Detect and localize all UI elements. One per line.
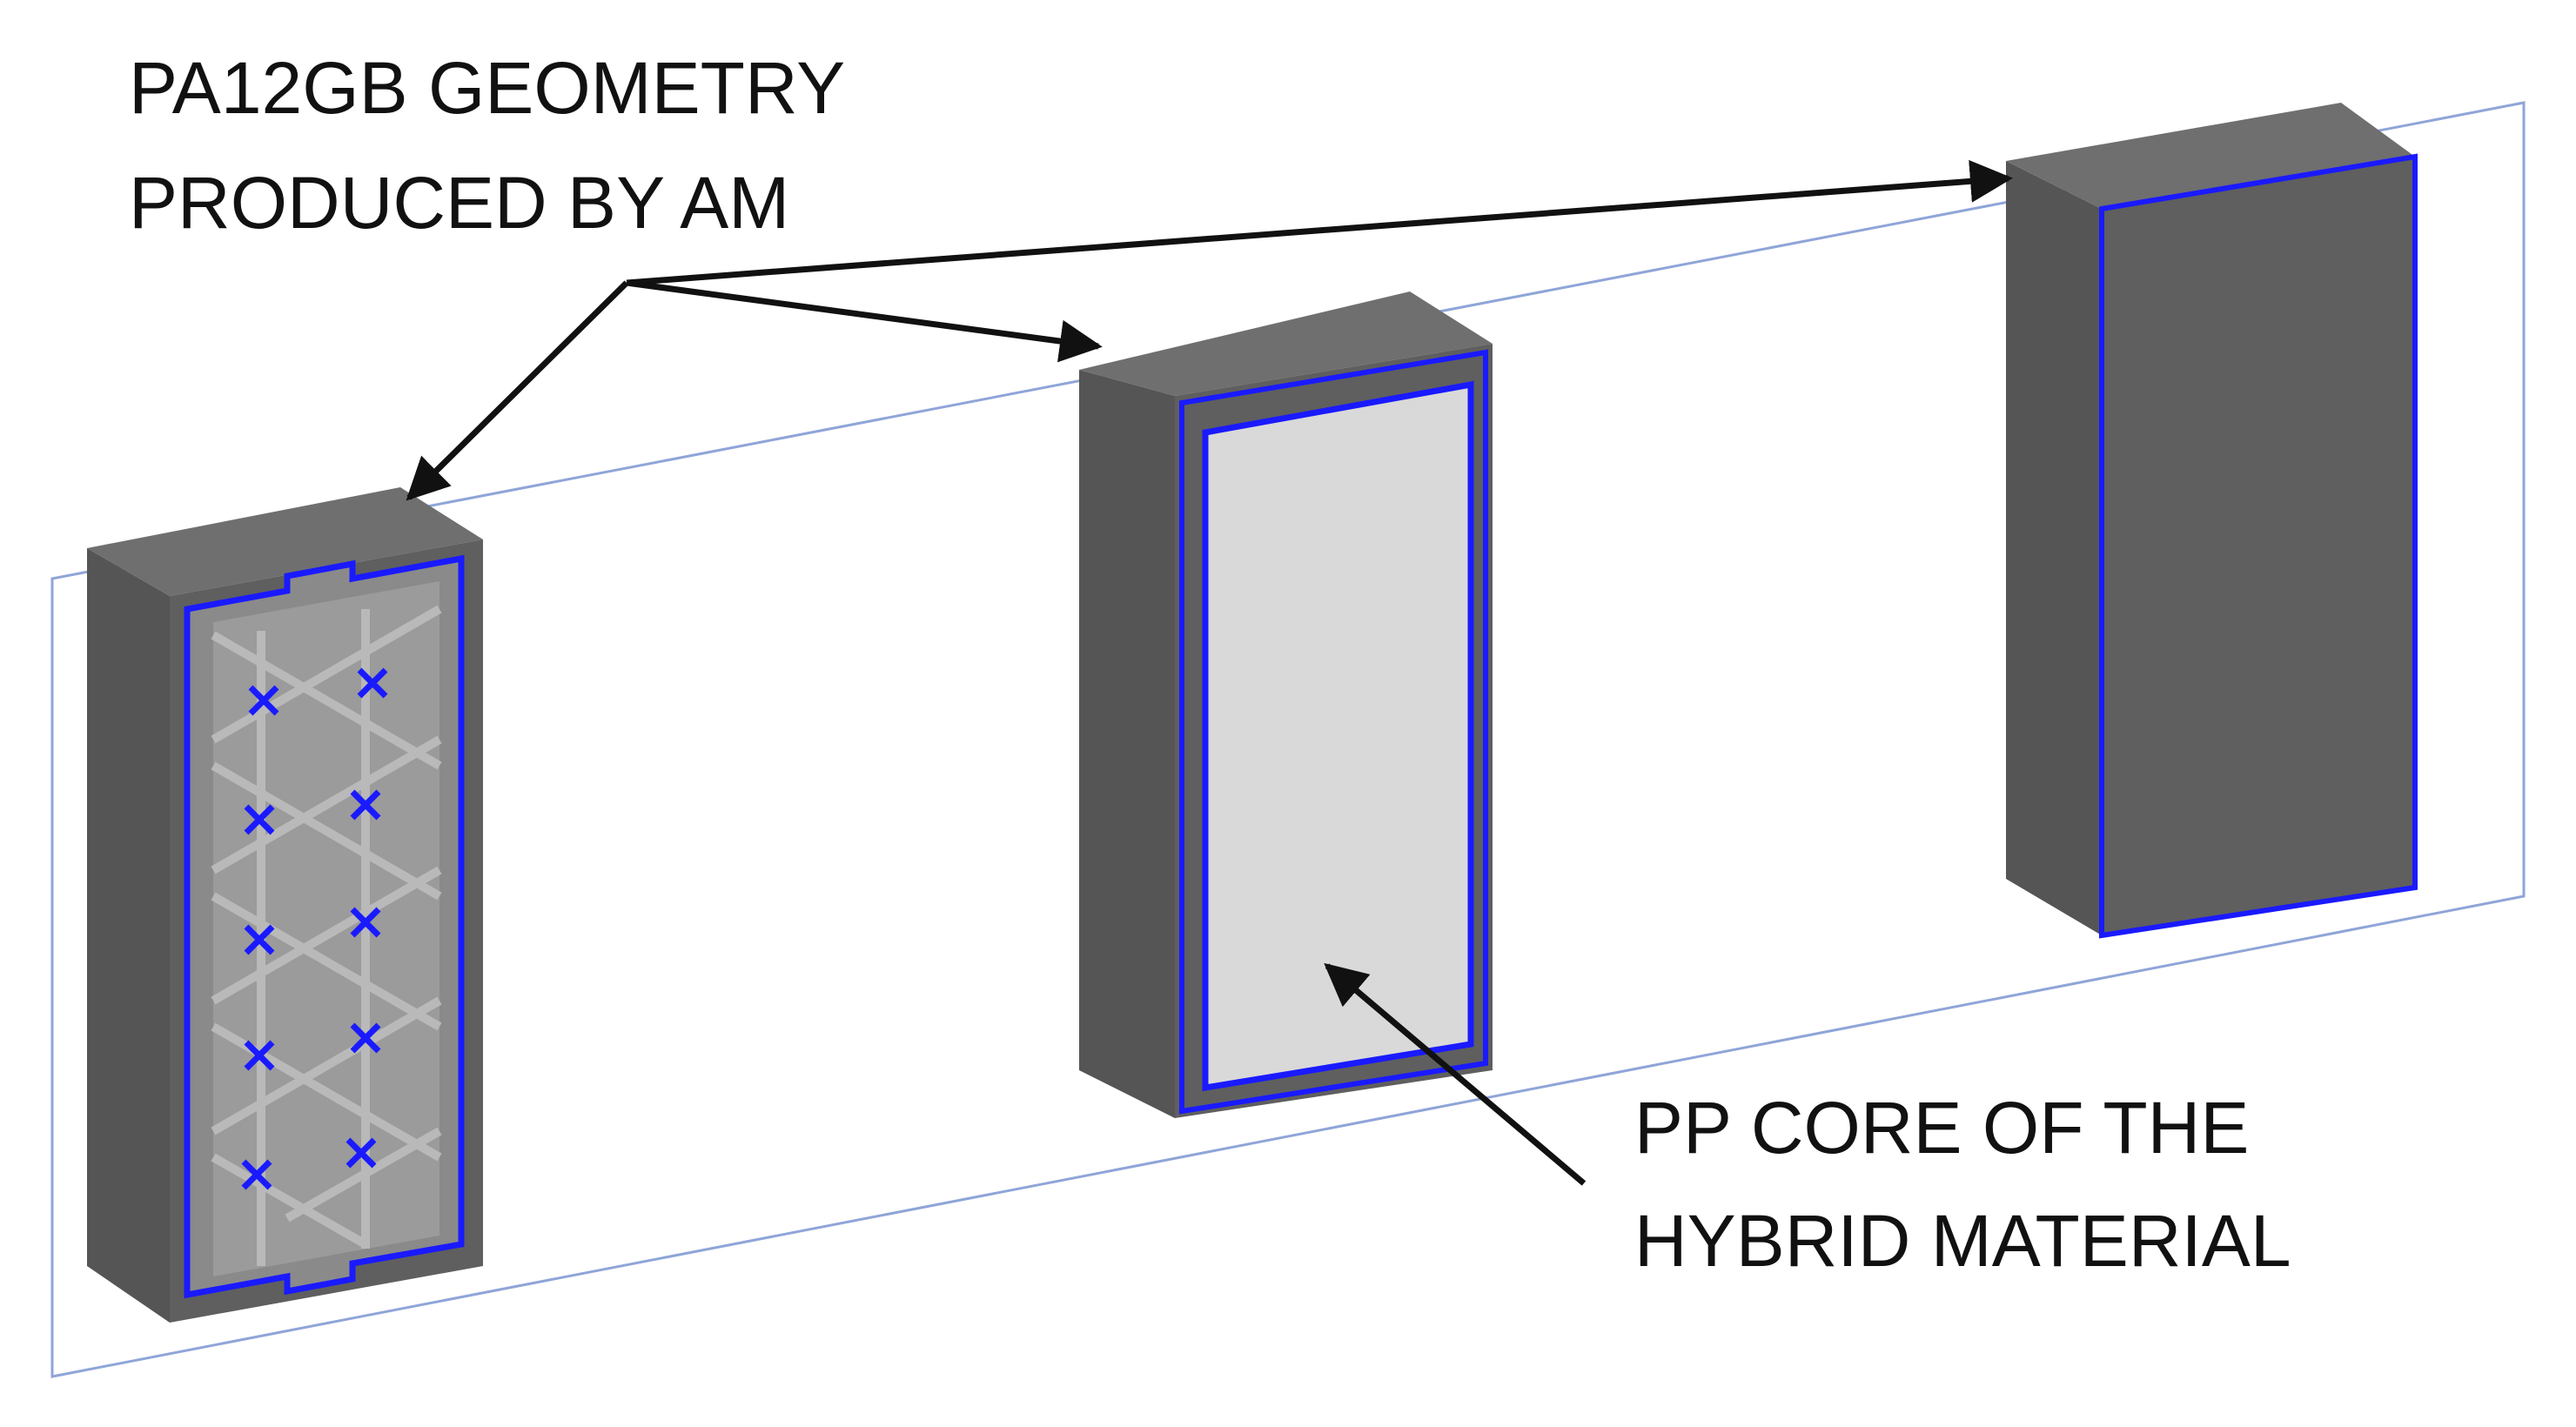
arrow-to-solid-block xyxy=(626,159,2013,286)
arrow-to-lattice-block xyxy=(406,280,629,501)
right-block-front xyxy=(2099,153,2418,939)
lattice-nodes xyxy=(241,667,388,1190)
arrow-to-pp-core xyxy=(1324,962,1587,1186)
middle-block-top xyxy=(1079,291,1493,396)
right-block-top xyxy=(2006,103,2415,209)
core-label-line2: HYBRID MATERIAL xyxy=(1634,1200,2291,1282)
lattice-node xyxy=(345,1137,377,1169)
left-block-side xyxy=(87,548,170,1323)
left-block-top xyxy=(87,487,483,596)
right-block-side xyxy=(2006,161,2102,935)
core-label-line1: PP CORE OF THE xyxy=(1634,1087,2249,1169)
lattice-node xyxy=(350,1022,381,1054)
lattice-node xyxy=(248,685,279,716)
lattice-node xyxy=(241,1159,272,1190)
lattice-geometry-block xyxy=(87,487,483,1323)
lattice-node xyxy=(350,789,381,821)
lattice-node xyxy=(244,804,275,835)
middle-block-outline xyxy=(1179,349,1488,1115)
geometry-label-line1: PA12GB GEOMETRY xyxy=(129,47,845,129)
lattice-node xyxy=(357,667,388,699)
geometry-label-line2: PRODUCED BY AM xyxy=(129,162,789,244)
arrow-to-hybrid-block xyxy=(626,279,1103,363)
label-arrows xyxy=(406,159,2013,1186)
cutting-plane xyxy=(50,101,2526,1378)
lattice-node xyxy=(350,907,381,938)
hybrid-block xyxy=(1079,291,1493,1118)
lattice-node xyxy=(244,1040,275,1071)
lattice-node xyxy=(244,924,275,955)
middle-block-side xyxy=(1079,370,1175,1118)
pp-core xyxy=(1202,380,1474,1092)
solid-block xyxy=(2006,103,2418,939)
